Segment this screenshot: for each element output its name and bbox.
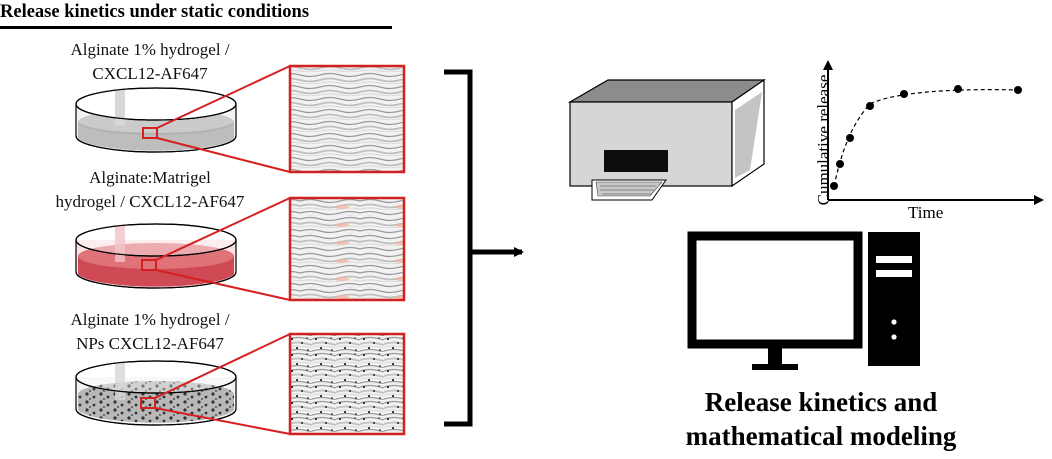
pc-tower-icon: [868, 232, 920, 366]
hydrogel-micrograph: [288, 196, 406, 302]
plate-reader-icon: [567, 78, 766, 201]
zoom-callout: [141, 196, 406, 302]
heading-underline: [0, 26, 392, 29]
y-axis-label: Cumulative release: [814, 74, 833, 206]
hydrogel-micrograph: [288, 332, 406, 436]
data-point: [846, 134, 854, 142]
condition-label-line: Alginate:Matrigel: [89, 168, 211, 187]
data-point: [830, 182, 838, 190]
petri-dish-icon: [75, 87, 237, 153]
release-curve: [833, 89, 1019, 187]
result-title: Release kinetics and mathematical modeli…: [656, 385, 986, 453]
data-point: [954, 85, 962, 93]
condition-label: Alginate 1% hydrogel / NPs CXCL12-AF647: [0, 308, 300, 356]
hydrogel-micrograph: [288, 64, 406, 174]
data-point: [836, 160, 844, 168]
condition-label: Alginate 1% hydrogel / CXCL12-AF647: [0, 38, 300, 86]
condition-label-line: Alginate 1% hydrogel /: [70, 310, 230, 329]
zoom-callout: [140, 332, 406, 436]
result-title-line: mathematical modeling: [685, 421, 957, 451]
condition-label-line: NPs CXCL12-AF647: [76, 334, 224, 353]
cumulative-release-chart: [823, 60, 1044, 205]
data-point: [1014, 86, 1022, 94]
data-point: [900, 90, 908, 98]
section-heading: Release kinetics under static conditions: [0, 0, 392, 32]
condition-label-line: hydrogel / CXCL12-AF647: [55, 192, 245, 211]
condition-label: Alginate:Matrigel hydrogel / CXCL12-AF64…: [0, 166, 300, 214]
computer-monitor-icon: [687, 231, 863, 370]
data-point: [866, 102, 874, 110]
result-title-line: Release kinetics and: [704, 387, 938, 417]
zoom-callout: [142, 64, 406, 174]
y-axis-label-wrap: Cumulative release: [804, 70, 844, 210]
x-axis-label: Time: [908, 203, 944, 222]
bracket-arrow: [444, 69, 524, 427]
section-heading-text: Release kinetics under static conditions: [0, 2, 310, 22]
condition-label-line: CXCL12-AF647: [92, 64, 208, 83]
condition-label-line: Alginate 1% hydrogel /: [70, 40, 230, 59]
